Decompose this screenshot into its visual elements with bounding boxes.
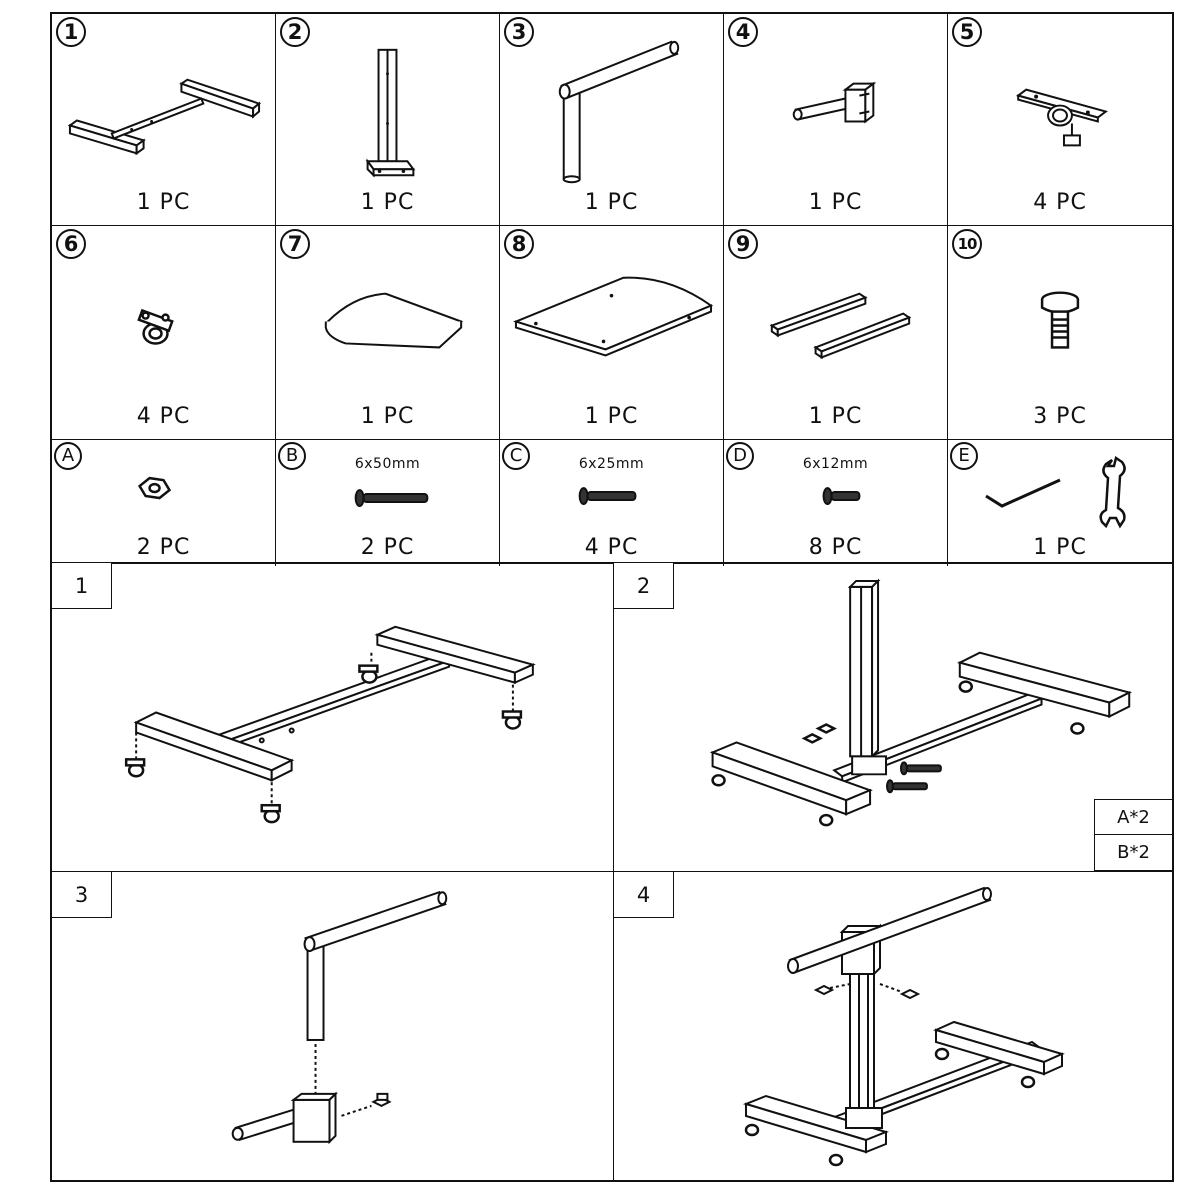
clamp-bracket-icon	[1015, 88, 1109, 147]
part-quantity: 4 PC	[1033, 190, 1087, 215]
hardware-quantity: 8 PC	[808, 535, 863, 560]
part-cell-6: 6 4 PC	[52, 226, 276, 440]
part-marker: 1	[56, 17, 86, 47]
step-number: 2	[614, 563, 674, 609]
large-tray-board-icon	[513, 276, 714, 357]
hardware-cell-e: E 1 PC	[948, 440, 1172, 566]
part-cell-1: 1 1 PC	[52, 14, 276, 226]
part-quantity: 3 PC	[1033, 404, 1087, 429]
step-2-illustration	[709, 578, 1133, 827]
long-screw-icon	[354, 489, 429, 507]
hardware-cell-d: D 6x12mm 8 PC	[724, 440, 948, 566]
part-cell-9: 9 1 PC	[724, 226, 948, 440]
part-quantity: 1 PC	[808, 404, 863, 429]
l-column-icon	[558, 40, 680, 184]
screw-size-label: 6x25mm	[578, 456, 645, 472]
side-arm-bracket-icon	[792, 81, 877, 124]
hardware-marker: C	[502, 442, 530, 470]
part-cell-8: 8 1 PC	[500, 226, 724, 440]
part-cell-10: 10 3 PC	[948, 226, 1172, 440]
hardware-quantity: 1 PC	[1033, 535, 1087, 560]
hardware-cell-b: B 6x50mm 2 PC	[276, 440, 500, 566]
part-quantity: 1 PC	[808, 190, 863, 215]
part-quantity: 1 PC	[360, 404, 415, 429]
hardware-quantity: 2 PC	[360, 535, 415, 560]
hardware-marker: E	[950, 442, 978, 470]
hardware-callout-a: A*2	[1094, 799, 1172, 835]
hardware-marker: D	[726, 442, 754, 470]
step-1-illustration	[124, 625, 536, 824]
part-quantity: 1 PC	[360, 190, 415, 215]
step-2-panel: 2 A*2 B*2	[614, 563, 1172, 872]
step-3-illustration	[231, 891, 448, 1145]
step-1-panel: 1	[52, 563, 614, 872]
step-number: 3	[52, 872, 112, 918]
part-cell-3: 3 1 PC	[500, 14, 724, 226]
medium-screw-icon	[578, 487, 637, 505]
part-quantity: 4 PC	[136, 404, 191, 429]
caster-wheel-icon	[137, 308, 174, 345]
part-marker: 8	[504, 229, 534, 259]
part-cell-7: 7 1 PC	[276, 226, 500, 440]
hardware-cell-a: A 2 PC	[52, 440, 276, 566]
step-number: 4	[614, 872, 674, 918]
part-cell-5: 5 4 PC	[948, 14, 1172, 226]
part-quantity: 1 PC	[584, 404, 639, 429]
slide-rails-icon	[769, 292, 912, 360]
hex-nut-icon	[137, 476, 172, 500]
part-quantity: 1 PC	[584, 190, 639, 215]
caster-icons	[124, 664, 523, 824]
part-marker: 7	[280, 229, 310, 259]
part-marker: 9	[728, 229, 758, 259]
allen-key-and-wrench-icon	[985, 455, 1126, 529]
part-marker: 3	[504, 17, 534, 47]
short-screw-icon	[822, 487, 861, 505]
hardware-marker: A	[54, 442, 82, 470]
parts-list: 1 1 PC 2	[50, 12, 1174, 566]
hardware-quantity: 4 PC	[584, 535, 639, 560]
screw-size-label: 6x50mm	[354, 456, 421, 472]
screw-size-label: 6x12mm	[802, 456, 869, 472]
hardware-callout-b: B*2	[1094, 835, 1172, 871]
step-number: 1	[52, 563, 112, 609]
assembly-steps: 1	[50, 563, 1174, 1182]
step-3-panel: 3	[52, 872, 614, 1180]
part-marker: 10	[952, 229, 982, 259]
part-marker: 4	[728, 17, 758, 47]
part-marker: 2	[280, 17, 310, 47]
hardware-quantity: 2 PC	[136, 535, 191, 560]
t-base-frame-icon	[67, 78, 262, 156]
step-4-illustration	[742, 886, 1065, 1167]
hardware-marker: B	[278, 442, 306, 470]
part-quantity: 1 PC	[136, 190, 191, 215]
part-marker: 5	[952, 17, 982, 47]
small-tray-board-icon	[324, 292, 464, 349]
part-cell-4: 4 1 PC	[724, 14, 948, 226]
knob-bolt-icon	[1040, 291, 1080, 349]
step-4-panel: 4	[614, 872, 1172, 1180]
hardware-cell-c: C 6x25mm 4 PC	[500, 440, 724, 566]
upright-post-icon	[365, 48, 416, 178]
part-marker: 6	[56, 229, 86, 259]
part-cell-2: 2 1 PC	[276, 14, 500, 226]
